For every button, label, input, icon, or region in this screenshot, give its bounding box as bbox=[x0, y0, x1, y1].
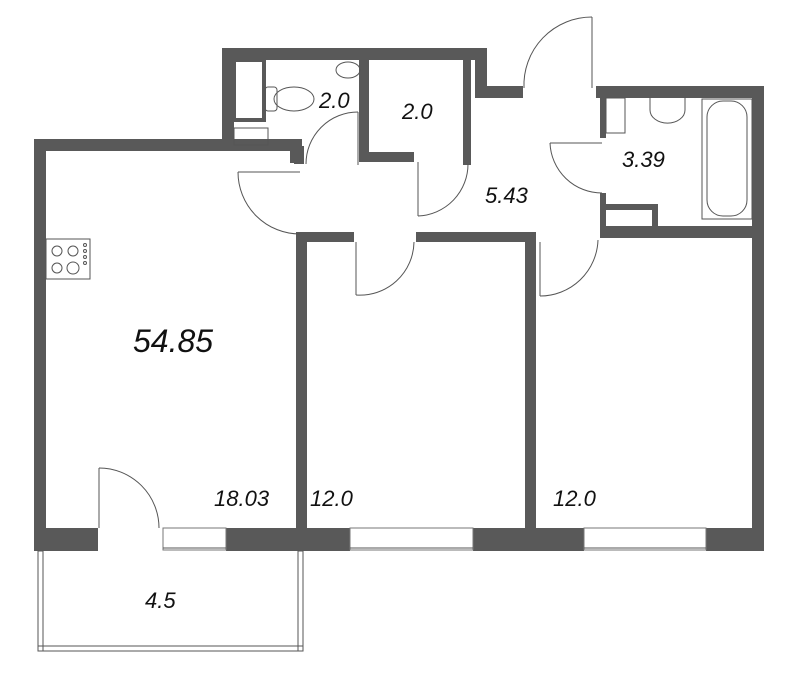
room-area-balcony: 4.5 bbox=[145, 588, 176, 613]
doors bbox=[98, 16, 603, 529]
walls bbox=[34, 48, 764, 551]
room-area-kitchen-living: 18.03 bbox=[214, 486, 270, 511]
room-area-bathroom: 3.39 bbox=[622, 147, 665, 172]
fixtures bbox=[45, 61, 753, 280]
room-area-toilet: 2.0 bbox=[319, 88, 350, 113]
room-area-bedroom-right: 12.0 bbox=[553, 486, 596, 511]
room-area-storage: 2.0 bbox=[402, 99, 433, 124]
room-area-hallway: 5.43 bbox=[485, 183, 528, 208]
windows bbox=[162, 527, 707, 551]
balcony-outline bbox=[37, 550, 304, 652]
room-area-bedroom-middle: 12.0 bbox=[310, 486, 353, 511]
total-area-label: 54.85 bbox=[133, 323, 214, 359]
